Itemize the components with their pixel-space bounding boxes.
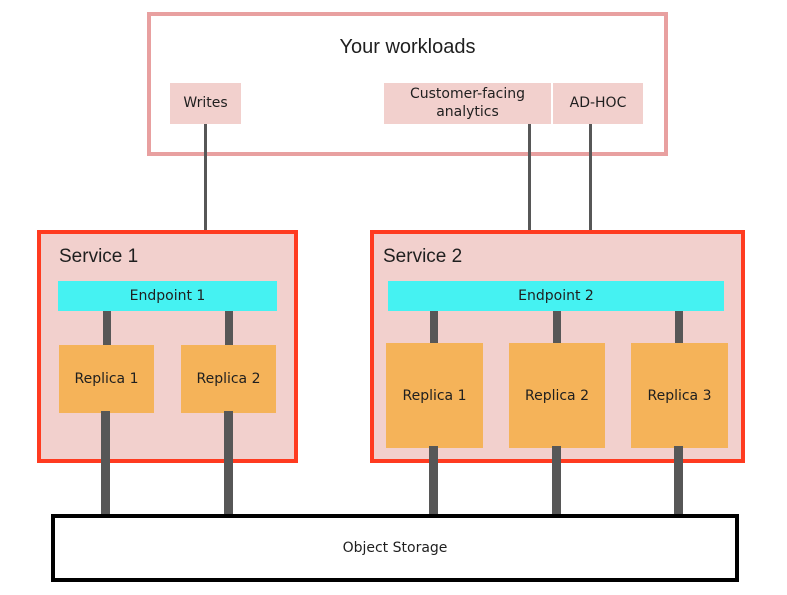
- service-1-replica-2[interactable]: Replica 2: [181, 345, 276, 413]
- endpoint-2[interactable]: Endpoint 2: [388, 281, 724, 311]
- service-1-title: Service 1: [59, 246, 139, 267]
- arrow-line-writes-to-endpoint1: [204, 124, 207, 261]
- connector-endpoint1-to-s1-replica1: [103, 310, 111, 348]
- connector-endpoint2-to-s2-replica3: [675, 310, 683, 346]
- workload-chip-ad-hoc[interactable]: AD-HOC: [553, 83, 643, 124]
- connector-s2-replica2-to-storage: [552, 446, 561, 516]
- service-2-replica-3[interactable]: Replica 3: [631, 343, 728, 448]
- service-2-title: Service 2: [383, 246, 463, 267]
- connector-endpoint2-to-s2-replica2: [553, 310, 561, 346]
- connector-s1-replica2-to-storage: [224, 411, 233, 516]
- endpoint-1[interactable]: Endpoint 1: [58, 281, 277, 311]
- service-1-replica-1[interactable]: Replica 1: [59, 345, 154, 413]
- workload-chip-customer-facing-analytics[interactable]: Customer-facing analytics: [384, 83, 551, 124]
- connector-endpoint2-to-s2-replica1: [430, 310, 438, 346]
- arrow-line-analytics-to-endpoint2: [528, 124, 531, 261]
- connector-s1-replica1-to-storage: [101, 411, 110, 516]
- connector-endpoint1-to-s1-replica2: [225, 310, 233, 348]
- service-2-replica-2[interactable]: Replica 2: [509, 343, 605, 448]
- object-storage[interactable]: Object Storage: [51, 514, 739, 582]
- workload-chip-writes[interactable]: Writes: [170, 83, 241, 124]
- connector-s2-replica3-to-storage: [674, 446, 683, 516]
- arrow-line-adhoc-to-endpoint2: [589, 124, 592, 261]
- workloads-title: Your workloads: [339, 36, 476, 58]
- connector-s2-replica1-to-storage: [429, 446, 438, 516]
- service-2-replica-1[interactable]: Replica 1: [386, 343, 483, 448]
